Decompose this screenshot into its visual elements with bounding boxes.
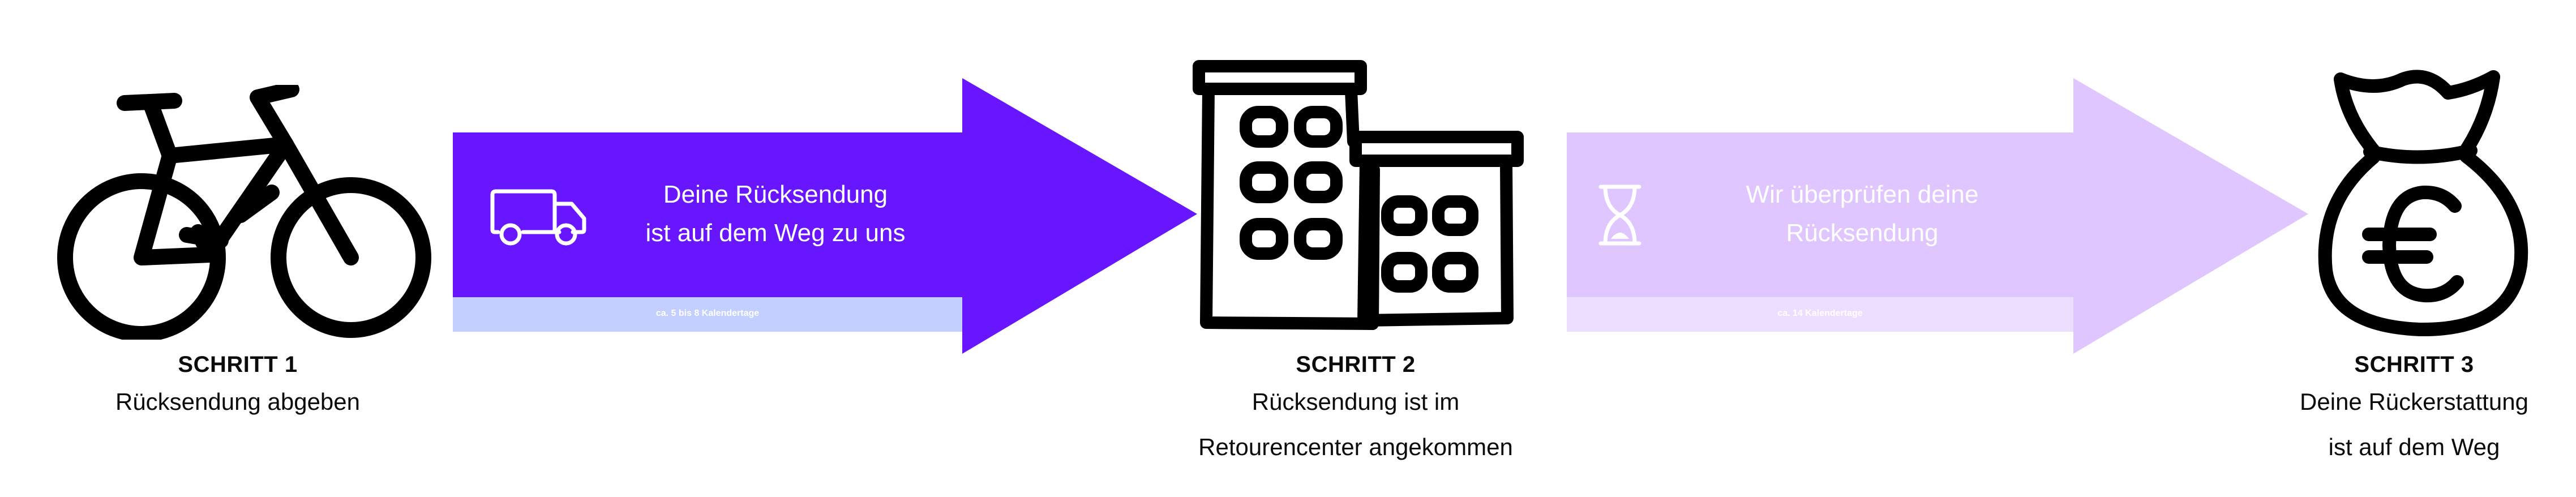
arrow-2-line-1: Wir überprüfen deine [1746,181,1979,208]
building-icon [1193,60,1524,330]
arrow-1-line-2: ist auf dem Weg zu uns [645,219,906,247]
arrow-2-duration-band [1567,297,2073,332]
arrow-1-duration: ca. 5 bis 8 Kalendertage [655,309,760,318]
step-2-description: Rücksendung ist im Retourencenter angeko… [1158,379,1554,470]
step-2-line-1: Rücksendung ist im [1251,388,1460,415]
arrow-2 [1567,78,2308,354]
step-3-line-1: Deine Rückerstattung [2300,388,2528,415]
truck-icon [490,189,586,246]
step-1-label: SCHRITT 1 [178,352,298,377]
step-3-label: SCHRITT 3 [2354,352,2474,377]
bicycle-icon [57,85,431,340]
step-2-line-2: Retourencenter angekommen [1198,434,1513,460]
step-2-label: SCHRITT 2 [1296,352,1416,377]
step-3-line-2: ist auf dem Weg [2328,434,2500,460]
arrow-2-line-2: Rücksendung [1786,219,1939,247]
arrow-1-text: Deine Rücksendung ist auf dem Weg zu uns [611,175,940,252]
step-1-line-1: Rücksendung abgeben [115,388,361,415]
arrow-1-duration-band [453,297,962,332]
euro-money-bag-icon [2318,70,2528,337]
step-1-description: Rücksendung abgeben [40,379,436,425]
hourglass-icon [1598,185,1641,246]
arrow-1-line-1: Deine Rücksendung [663,181,888,208]
arrow-2-shape [1567,78,2308,354]
arrow-2-text: Wir überprüfen deine Rücksendung [1698,175,2026,252]
arrow-1 [453,78,1197,354]
step-3-description: Deine Rückerstattung ist auf dem Weg [2256,379,2573,470]
arrow-2-duration: ca. 14 Kalendertage [1777,309,1863,318]
arrow-1-shape [453,78,1197,354]
